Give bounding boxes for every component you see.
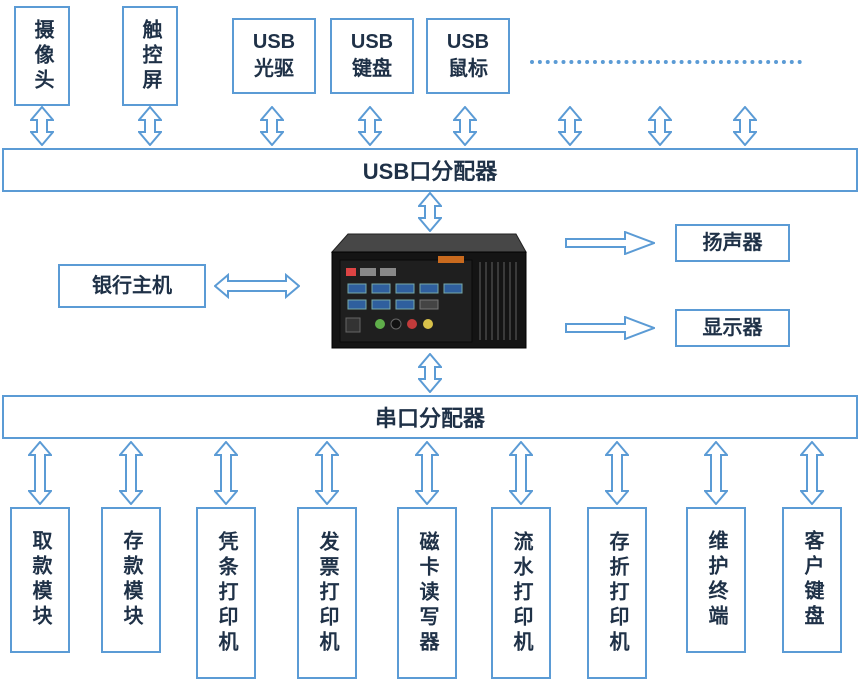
device-label: 触控屏 xyxy=(139,18,161,94)
device-label: USB 键盘 xyxy=(350,31,394,80)
module-label: 维护终端 xyxy=(705,530,727,630)
speaker-label: 扬声器 xyxy=(702,231,763,254)
double-arrow-vertical-icon xyxy=(800,441,824,505)
module-box-withdrawal: 取款模块 xyxy=(10,507,70,653)
device-box-camera: 摄像头 xyxy=(14,6,70,106)
module-label: 凭条打印机 xyxy=(215,530,237,656)
double-arrow-vertical-icon xyxy=(648,106,672,146)
device-label: USB 光驱 xyxy=(252,31,296,80)
double-arrow-vertical-icon xyxy=(138,106,162,146)
double-arrow-vertical-icon xyxy=(733,106,757,146)
module-label: 客户键盘 xyxy=(801,530,823,630)
display-box: 显示器 xyxy=(675,309,790,347)
device-box-touchscreen: 触控屏 xyxy=(122,6,178,106)
module-label: 存款模块 xyxy=(120,530,142,630)
ellipsis-dotted-line xyxy=(530,60,802,64)
module-box-card-reader: 磁卡读写器 xyxy=(397,507,457,679)
module-label: 磁卡读写器 xyxy=(416,530,438,656)
double-arrow-vertical-icon xyxy=(704,441,728,505)
module-box-passbook-printer: 存折打印机 xyxy=(587,507,647,679)
double-arrow-horizontal-icon xyxy=(214,273,300,299)
right-arrow-icon xyxy=(565,231,655,255)
usb-hub-label: USB口分配器 xyxy=(362,159,498,184)
module-box-maintenance-terminal: 维护终端 xyxy=(686,507,746,653)
module-label: 发票打印机 xyxy=(316,530,338,656)
module-box-journal-printer: 流水打印机 xyxy=(491,507,551,679)
double-arrow-vertical-icon xyxy=(418,192,442,232)
double-arrow-vertical-icon xyxy=(415,441,439,505)
device-box-usb-optical: USB 光驱 xyxy=(232,18,316,94)
double-arrow-vertical-icon xyxy=(453,106,477,146)
double-arrow-vertical-icon xyxy=(260,106,284,146)
speaker-box: 扬声器 xyxy=(675,224,790,262)
module-label: 存折打印机 xyxy=(606,530,628,656)
industrial-computer-image xyxy=(330,233,527,349)
double-arrow-vertical-icon xyxy=(119,441,143,505)
serial-hub-bar: 串口分配器 xyxy=(2,395,858,439)
double-arrow-vertical-icon xyxy=(28,441,52,505)
module-box-receipt-printer: 凭条打印机 xyxy=(196,507,256,679)
device-box-usb-keyboard: USB 键盘 xyxy=(330,18,414,94)
double-arrow-vertical-icon xyxy=(558,106,582,146)
bank-host-box: 银行主机 xyxy=(58,264,206,308)
module-box-invoice-printer: 发票打印机 xyxy=(297,507,357,679)
double-arrow-vertical-icon xyxy=(605,441,629,505)
right-arrow-icon xyxy=(565,316,655,340)
module-label: 流水打印机 xyxy=(510,530,532,656)
module-box-deposit: 存款模块 xyxy=(101,507,161,653)
device-box-usb-mouse: USB 鼠标 xyxy=(426,18,510,94)
double-arrow-vertical-icon xyxy=(509,441,533,505)
double-arrow-vertical-icon xyxy=(30,106,54,146)
module-label: 取款模块 xyxy=(29,530,51,630)
display-label: 显示器 xyxy=(702,316,763,339)
double-arrow-vertical-icon xyxy=(418,353,442,393)
usb-hub-bar: USB口分配器 xyxy=(2,148,858,192)
double-arrow-vertical-icon xyxy=(358,106,382,146)
bank-host-label: 银行主机 xyxy=(92,274,172,297)
module-box-customer-keypad: 客户键盘 xyxy=(782,507,842,653)
double-arrow-vertical-icon xyxy=(315,441,339,505)
double-arrow-vertical-icon xyxy=(214,441,238,505)
serial-hub-label: 串口分配器 xyxy=(374,406,485,431)
device-label: USB 鼠标 xyxy=(446,31,490,80)
device-label: 摄像头 xyxy=(31,18,53,94)
